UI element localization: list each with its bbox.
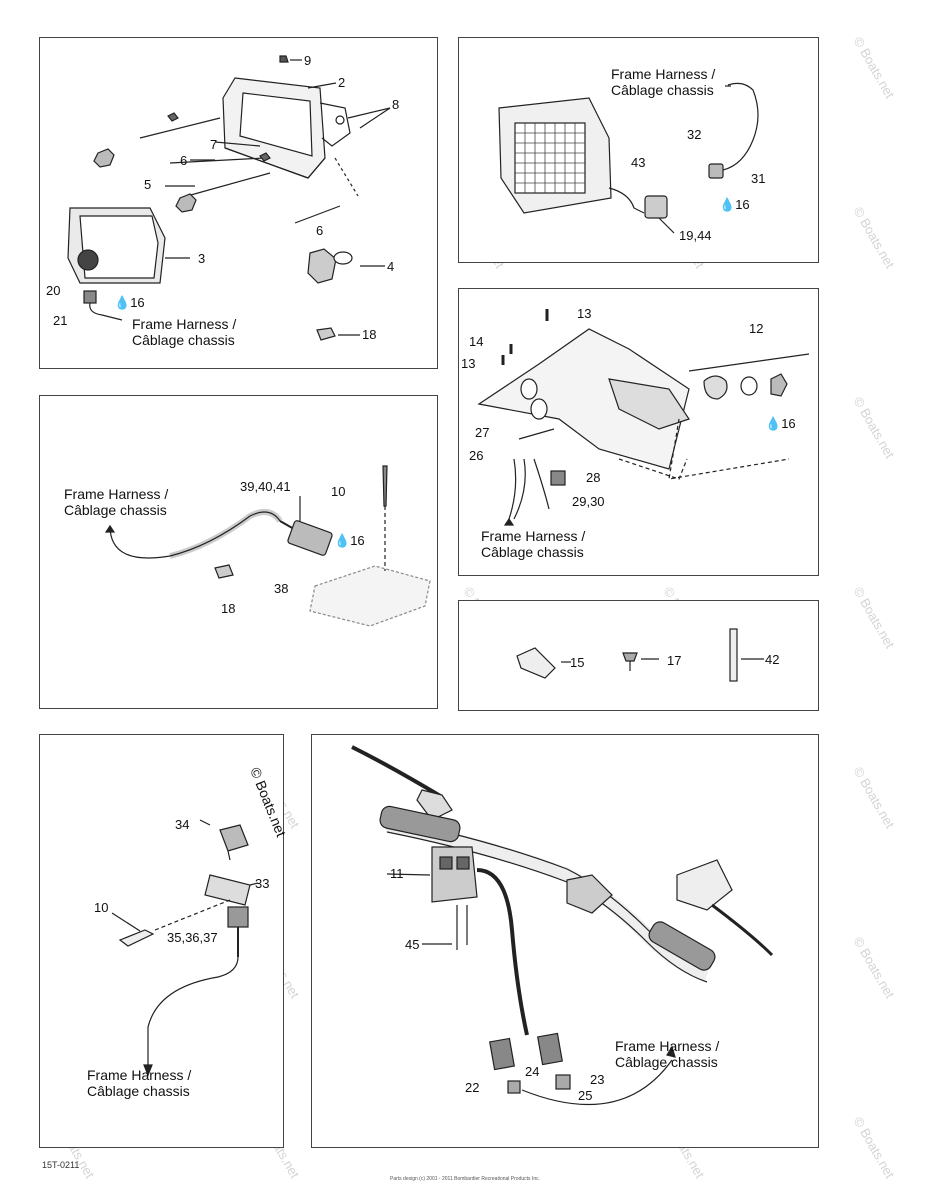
callout-31: 31 [751, 171, 766, 186]
panel-hardware: 15 17 42 [458, 600, 819, 711]
callout-14: 14 [469, 334, 484, 349]
callout-23: 23 [590, 1072, 605, 1087]
panel-console: 13 14 13 12 27 💧16 26 28 29,30 Frame Har… [458, 288, 819, 576]
panel-fuse: 34 33 10 35,36,37 Frame Harness / Câblag… [39, 734, 284, 1148]
callout-29-30: 29,30 [572, 494, 605, 509]
callout-2: 2 [338, 75, 346, 90]
watermark: © Boats.net [850, 394, 898, 461]
callout-6b: 6 [316, 223, 324, 238]
callout-32: 32 [687, 127, 702, 142]
callout-45: 45 [405, 937, 420, 952]
frame-harness-label: Frame Harness / Câblage chassis [611, 66, 716, 98]
headlight-drawing [67, 55, 391, 341]
fuse-drawing [111, 819, 259, 1077]
callout-27: 27 [475, 425, 490, 440]
panel-handlebar: 11 45 Frame Harness / Câblage chassis 24… [311, 734, 819, 1148]
callout-39-40-41: 39,40,41 [240, 479, 291, 494]
callout-19-44: 19,44 [679, 228, 712, 243]
watermark: © Boats.net [850, 584, 898, 651]
frame-harness-label: Frame Harness / Câblage chassis [132, 316, 237, 348]
frame-harness-label: Frame Harness / Câblage chassis [481, 528, 586, 560]
callout-16: 💧16 [114, 295, 145, 310]
watermark: © Boats.net [850, 204, 898, 271]
callout-43: 43 [631, 155, 646, 170]
callout-35-36-37: 35,36,37 [167, 930, 218, 945]
callout-9: 9 [304, 53, 312, 68]
callout-10: 10 [331, 484, 346, 499]
callout-26: 26 [469, 448, 484, 463]
callout-5: 5 [144, 177, 152, 192]
callout-12: 12 [749, 321, 764, 336]
callout-34: 34 [175, 817, 190, 832]
callout-4: 4 [387, 259, 395, 274]
callout-28: 28 [586, 470, 601, 485]
watermark: © Boats.net [850, 34, 898, 101]
callout-18: 18 [362, 327, 377, 342]
callout-7: 7 [210, 137, 218, 152]
callout-10: 10 [94, 900, 109, 915]
callout-16: 💧16 [719, 197, 750, 212]
frame-harness-label: Frame Harness / Câblage chassis [87, 1067, 192, 1099]
callout-8: 8 [392, 97, 400, 112]
hardware-drawing [516, 628, 764, 682]
callout-21: 21 [53, 313, 68, 328]
panel-wiring: Frame Harness / Câblage chassis 39,40,41… [39, 395, 438, 709]
callout-38: 38 [274, 581, 289, 596]
diagram-code: 15T-0211 [42, 1160, 80, 1170]
callout-3: 3 [198, 251, 206, 266]
callout-18: 18 [221, 601, 236, 616]
frame-harness-label: Frame Harness / Câblage chassis [615, 1038, 720, 1070]
callout-42: 42 [765, 652, 780, 667]
watermark: © Boats.net [850, 934, 898, 1001]
frame-harness-label: Frame Harness / Câblage chassis [64, 486, 169, 518]
handlebar-drawing [351, 745, 774, 1106]
callout-16: 💧16 [334, 533, 365, 548]
callout-13b: 13 [461, 356, 476, 371]
taillight-drawing [498, 82, 759, 234]
callout-13: 13 [577, 306, 592, 321]
console-drawing [477, 309, 810, 526]
callout-20: 20 [46, 283, 61, 298]
footer-credit: Parts design (c) 2001 - 2011 Bombardier … [390, 1176, 540, 1182]
panel-headlight: 9 2 8 7 6 5 6 3 4 20 💧16 21 Frame Harnes… [39, 37, 438, 369]
callout-15: 15 [570, 655, 585, 670]
callout-16: 💧16 [765, 416, 796, 431]
watermark: © Boats.net [850, 1114, 898, 1181]
callout-22: 22 [465, 1080, 480, 1095]
watermark: © Boats.net [850, 764, 898, 831]
panel-taillight: Frame Harness / Câblage chassis 32 43 31… [458, 37, 819, 263]
callout-17: 17 [667, 653, 682, 668]
wiring-drawing [104, 465, 431, 627]
callout-33: 33 [255, 876, 270, 891]
callout-6: 6 [180, 153, 188, 168]
callout-25: 25 [578, 1088, 593, 1103]
callout-11: 11 [390, 866, 404, 881]
callout-24: 24 [525, 1064, 540, 1079]
